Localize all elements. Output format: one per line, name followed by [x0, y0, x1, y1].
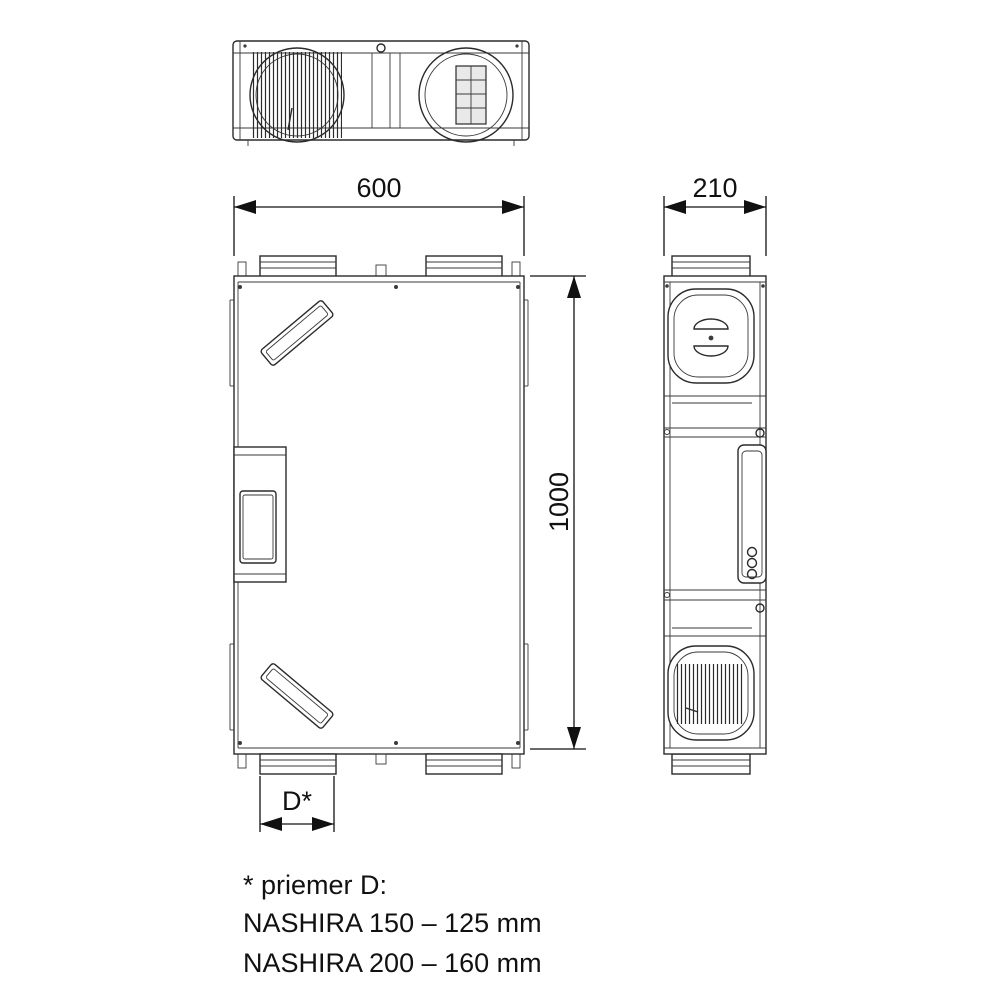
spigot-bottom-left [259, 753, 337, 775]
note-title: * priemer D: [243, 870, 388, 900]
top-port-left [249, 47, 345, 143]
spigot-bottom-right [425, 753, 503, 775]
side-spigot-bottom [671, 753, 751, 775]
duct-label: D* [282, 786, 312, 816]
cable-gland-icon [746, 568, 758, 580]
cable-gland-icon [746, 557, 758, 569]
note-line-nashira-200: NASHIRA 200 – 160 mm [243, 948, 542, 978]
control-box [233, 446, 287, 583]
width-label: 600 [356, 173, 401, 203]
height-label: 1000 [544, 472, 574, 532]
spigot-top-right [425, 255, 503, 279]
spigot-top-left [259, 255, 337, 279]
filter-handle-bottom [260, 663, 334, 729]
filter-handle-top [260, 300, 334, 366]
side-control-box [737, 444, 767, 584]
dimension-depth [663, 196, 767, 256]
dimension-width [233, 196, 525, 256]
dimension-duct [259, 776, 335, 832]
front-view [229, 255, 529, 775]
display-window [239, 490, 277, 564]
fan-rotor-icon [252, 52, 342, 138]
side-fan-rotor-icon [676, 664, 744, 724]
depth-label: 210 [692, 173, 737, 203]
note-line-nashira-150: NASHIRA 150 – 125 mm [243, 908, 542, 938]
cable-gland-icon [746, 546, 758, 558]
top-mount-bolt [376, 43, 386, 53]
top-view [232, 40, 530, 146]
top-port-right [418, 47, 514, 143]
dimension-height [530, 275, 586, 750]
side-view [663, 255, 767, 775]
side-spigot-top [671, 255, 751, 279]
